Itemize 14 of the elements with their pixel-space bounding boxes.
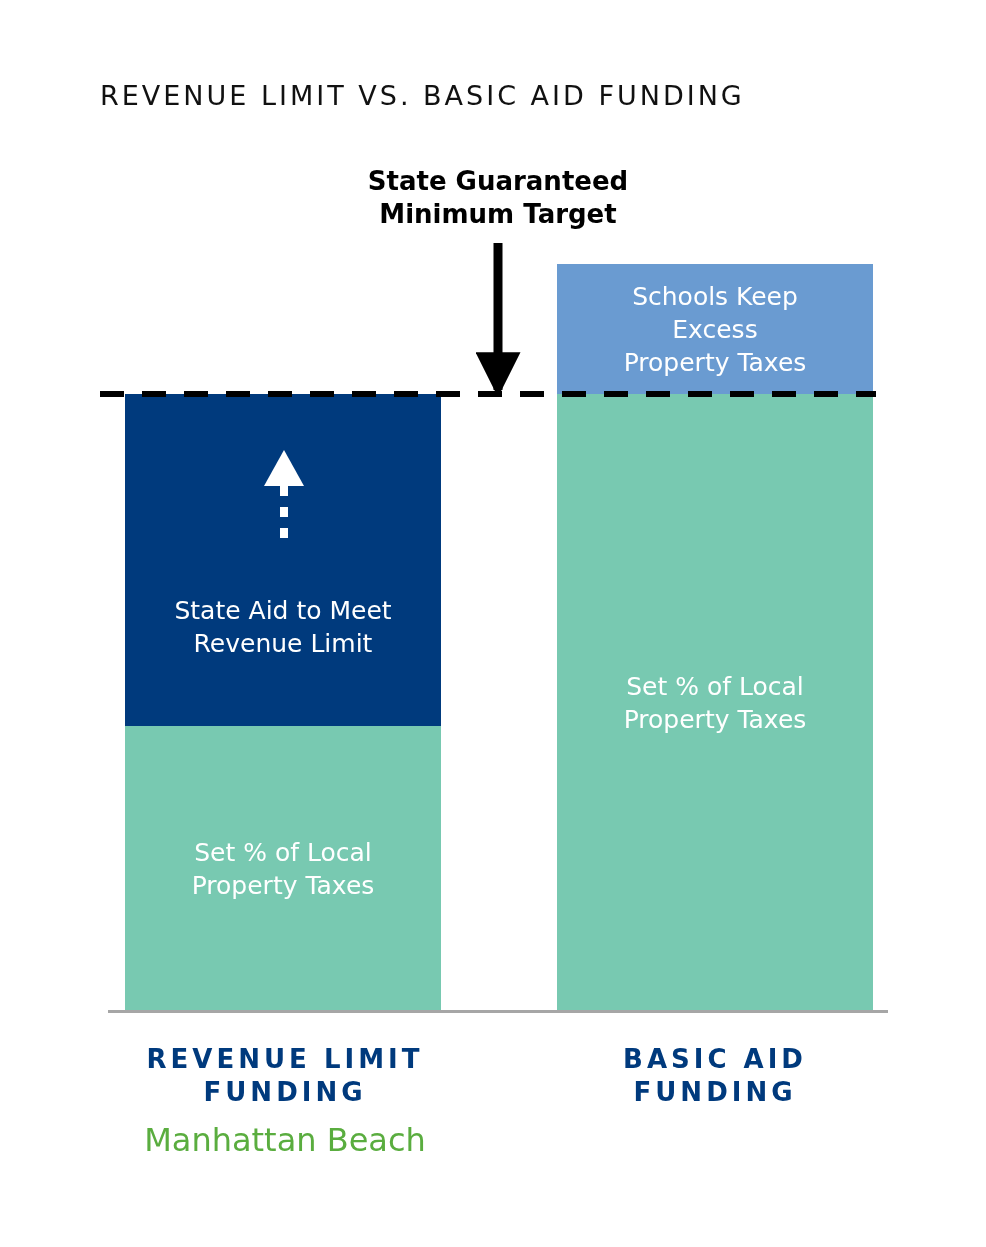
annotation-label: State Guaranteed Minimum Target — [366, 165, 630, 231]
segment-label: State Aid to Meet Revenue Limit — [173, 595, 393, 660]
district-label: Manhattan Beach — [144, 1121, 426, 1159]
segment-label: Set % of Local Property Taxes — [190, 837, 376, 902]
segment-label: Schools Keep Excess Property Taxes — [622, 280, 808, 379]
bar-segment — [125, 394, 441, 726]
bar-segment — [557, 264, 873, 394]
bar-segment — [125, 726, 441, 1012]
category-label: REVENUE LIMIT FUNDING — [146, 1044, 424, 1107]
bar-segment — [557, 394, 873, 1012]
category-label: BASIC AID FUNDING — [623, 1044, 807, 1107]
segment-label: Set % of Local Property Taxes — [622, 671, 808, 736]
dashed-target-line — [100, 390, 876, 398]
chart-title: REVENUE LIMIT VS. BASIC AID FUNDING — [100, 80, 745, 111]
